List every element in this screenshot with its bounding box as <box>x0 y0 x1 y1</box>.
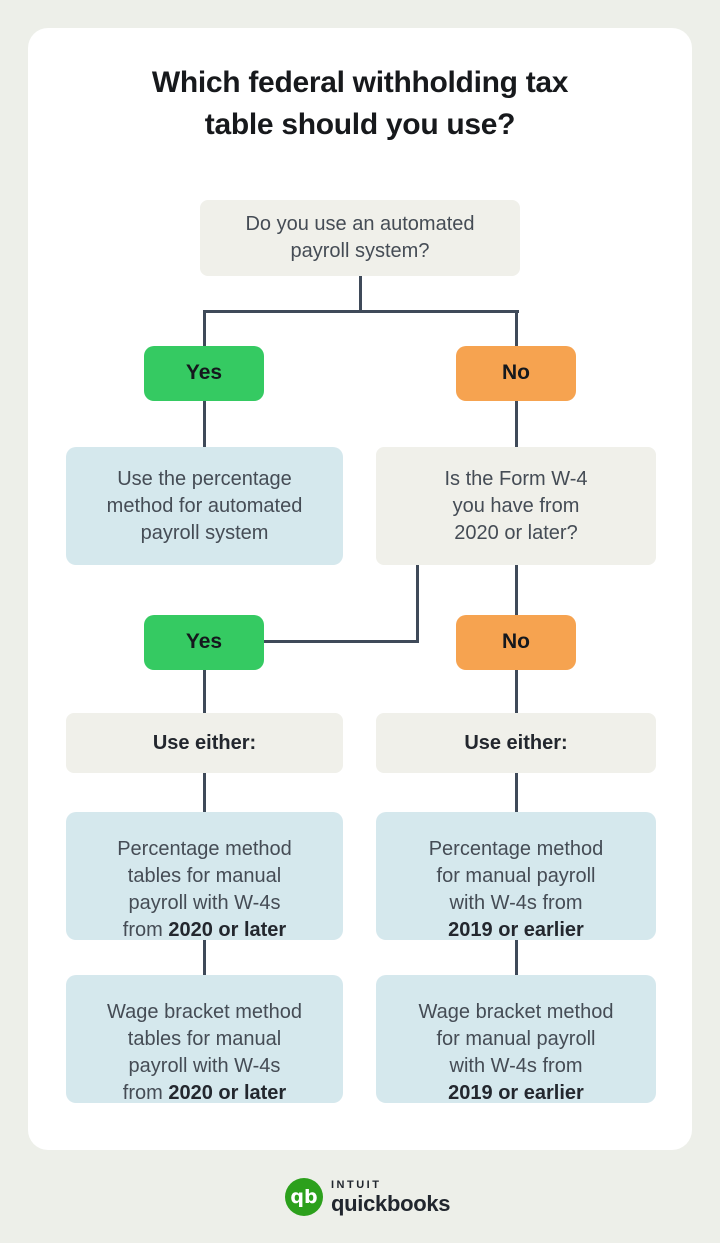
node-wage-bracket-2020-text: Wage bracket method tables for manual pa… <box>107 1000 302 1104</box>
quickbooks-circle-icon: qb <box>285 1178 323 1216</box>
connector-either-right-down <box>515 773 518 812</box>
node-w4-question: Is the Form W-4 you have from 2020 or la… <box>376 447 656 565</box>
node-percentage-2020-text: Percentage method tables for manual payr… <box>117 837 292 941</box>
brand-wordmark: INTUIT quickbooks <box>331 1179 451 1216</box>
node-wage-bracket-2019-text: Wage bracket method for manual payroll w… <box>418 1000 614 1077</box>
node-percentage-2019-text: Percentage method for manual payroll wit… <box>428 837 604 914</box>
node-yes-1-label: Yes <box>185 361 223 385</box>
connector-q2-yes-vertical <box>416 565 419 643</box>
node-use-either-left-label: Use either: <box>152 731 257 754</box>
intuit-wordmark: INTUIT <box>331 1179 382 1192</box>
connector-q2-yes-horizontal <box>264 640 419 643</box>
node-automated-question: Do you use an automated payroll system? <box>200 200 520 276</box>
quickbooks-wordmark: quickbooks <box>331 1190 451 1216</box>
connector-no1-down <box>515 401 518 447</box>
node-use-either-right: Use either: <box>376 713 656 773</box>
connector-split-left <box>203 310 206 346</box>
node-percentage-2020-bold: 2020 or later <box>168 918 287 941</box>
connector-yes1-down <box>203 401 206 447</box>
connector-percentage-left-down <box>203 940 206 975</box>
node-no-1-label: No <box>502 361 530 385</box>
connector-no2-down <box>515 670 518 713</box>
quickbooks-logo: qb INTUIT quickbooks <box>285 1176 451 1218</box>
node-no-1: No <box>456 346 576 401</box>
node-percentage-2020: Percentage method tables for manual payr… <box>66 812 343 941</box>
node-percentage-2019: Percentage method for manual payroll wit… <box>376 812 656 941</box>
node-no-2: No <box>456 615 576 670</box>
connector-percentage-right-down <box>515 940 518 975</box>
node-yes-2-label: Yes <box>185 630 223 654</box>
node-use-either-left: Use either: <box>66 713 343 773</box>
node-use-either-right-label: Use either: <box>464 731 568 754</box>
page-title: Which federal withholding tax table shou… <box>151 66 569 141</box>
node-yes-1: Yes <box>144 346 264 401</box>
connector-yes2-down <box>203 670 206 713</box>
node-no-2-label: No <box>502 630 530 654</box>
connector-either-left-down <box>203 773 206 812</box>
connector-q1-stub <box>359 276 362 312</box>
node-wage-bracket-2020-bold: 2020 or later <box>168 1081 287 1104</box>
node-wage-bracket-2019: Wage bracket method for manual payroll w… <box>376 975 656 1104</box>
qb-monogram: qb <box>290 1186 318 1208</box>
connector-split-horizontal <box>203 310 519 313</box>
node-percentage-2019-bold: 2019 or earlier <box>448 918 584 941</box>
node-automated-question-label: Do you use an automated payroll system? <box>245 213 475 262</box>
node-automated-result-label: Use the percentage method for automated … <box>106 467 303 544</box>
node-wage-bracket-2019-bold: 2019 or earlier <box>448 1081 584 1104</box>
connector-split-right <box>515 310 518 346</box>
node-yes-2: Yes <box>144 615 264 670</box>
node-wage-bracket-2020: Wage bracket method tables for manual pa… <box>66 975 343 1104</box>
node-w4-question-label: Is the Form W-4 you have from 2020 or la… <box>444 467 588 544</box>
connector-q2-no-down <box>515 565 518 615</box>
node-automated-result: Use the percentage method for automated … <box>66 447 343 565</box>
